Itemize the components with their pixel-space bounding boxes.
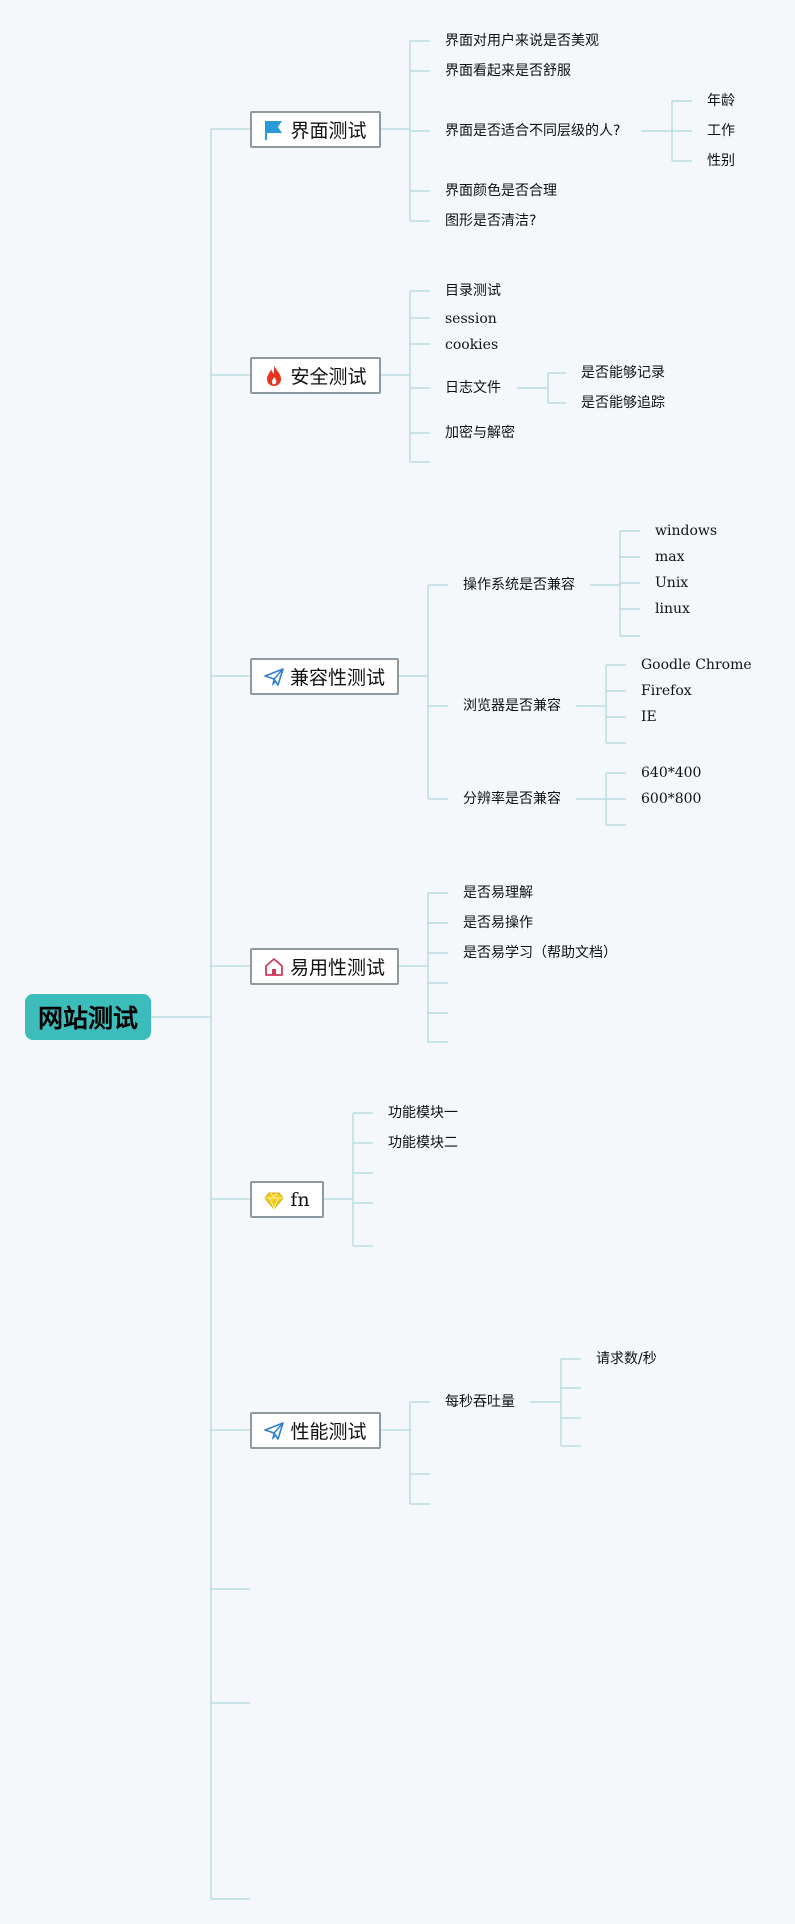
leaf-item[interactable]: 请求数/秒 — [596, 1351, 657, 1367]
leaf-item[interactable]: 界面对用户来说是否美观 — [445, 33, 599, 49]
leaf-item[interactable]: 600*800 — [641, 791, 702, 807]
leaf-item[interactable]: 年龄 — [707, 93, 735, 109]
leaf-item[interactable]: 界面是否适合不同层级的人? — [445, 123, 621, 139]
leaf-item[interactable]: 功能模块二 — [388, 1135, 458, 1151]
leaf-item[interactable]: 图形是否清洁? — [445, 213, 537, 229]
topic-label: 易用性测试 — [289, 957, 385, 979]
leaf-item[interactable]: 浏览器是否兼容 — [463, 698, 561, 714]
leaf-item[interactable]: 640*400 — [641, 765, 702, 781]
leaf-item[interactable]: 是否易操作 — [463, 915, 533, 931]
flag-icon — [264, 119, 284, 141]
paper-plane-icon — [264, 666, 284, 688]
leaf-item[interactable]: Goodle Chrome — [641, 657, 752, 673]
leaf-item[interactable]: session — [445, 311, 497, 327]
leaf-item[interactable]: 目录测试 — [445, 283, 501, 299]
topic-ui-test[interactable]: 界面测试 — [250, 111, 381, 148]
leaf-item[interactable]: 界面看起来是否舒服 — [445, 63, 571, 79]
leaf-item[interactable]: 加密与解密 — [445, 425, 515, 441]
leaf-item[interactable]: windows — [655, 523, 718, 539]
leaf-item[interactable]: 工作 — [707, 123, 735, 139]
leaf-item[interactable]: 性别 — [707, 153, 735, 169]
leaf-item[interactable]: 是否能够追踪 — [581, 395, 665, 411]
topic-label: 安全测试 — [290, 366, 367, 388]
root-node[interactable]: 网站测试 — [25, 994, 151, 1040]
leaf-item[interactable]: 操作系统是否兼容 — [463, 577, 575, 593]
topic-label: 性能测试 — [290, 1421, 367, 1443]
leaf-item[interactable]: 功能模块一 — [388, 1105, 458, 1121]
leaf-item[interactable]: linux — [655, 601, 690, 617]
leaf-item[interactable]: 界面颜色是否合理 — [445, 183, 557, 199]
topic-fn[interactable]: fn — [250, 1181, 324, 1218]
topic-usability-test[interactable]: 易用性测试 — [250, 948, 399, 985]
leaf-item[interactable]: cookies — [445, 337, 499, 353]
topic-performance-test[interactable]: 性能测试 — [250, 1412, 381, 1449]
topic-label: fn — [290, 1188, 310, 1211]
leaf-item[interactable]: 分辨率是否兼容 — [463, 791, 561, 807]
leaf-item[interactable]: 是否能够记录 — [581, 365, 665, 381]
topic-label: 界面测试 — [290, 120, 367, 142]
leaf-item[interactable]: 是否易学习（帮助文档） — [463, 945, 617, 961]
leaf-item[interactable]: 日志文件 — [445, 380, 501, 396]
topic-compatibility-test[interactable]: 兼容性测试 — [250, 658, 399, 695]
root-label: 网站测试 — [37, 1004, 138, 1033]
topic-label: 兼容性测试 — [289, 667, 385, 689]
diamond-icon — [264, 1189, 285, 1211]
leaf-item[interactable]: 是否易理解 — [463, 885, 533, 901]
leaf-item[interactable]: Firefox — [641, 683, 692, 699]
leaf-item[interactable]: Unix — [655, 575, 689, 591]
fire-icon — [264, 365, 284, 387]
leaf-item[interactable]: max — [655, 549, 685, 565]
leaf-item[interactable]: IE — [641, 709, 657, 725]
home-icon — [264, 956, 284, 978]
leaf-item[interactable]: 每秒吞吐量 — [445, 1394, 515, 1410]
paper-plane-icon — [264, 1420, 285, 1442]
topic-security-test[interactable]: 安全测试 — [250, 357, 381, 394]
